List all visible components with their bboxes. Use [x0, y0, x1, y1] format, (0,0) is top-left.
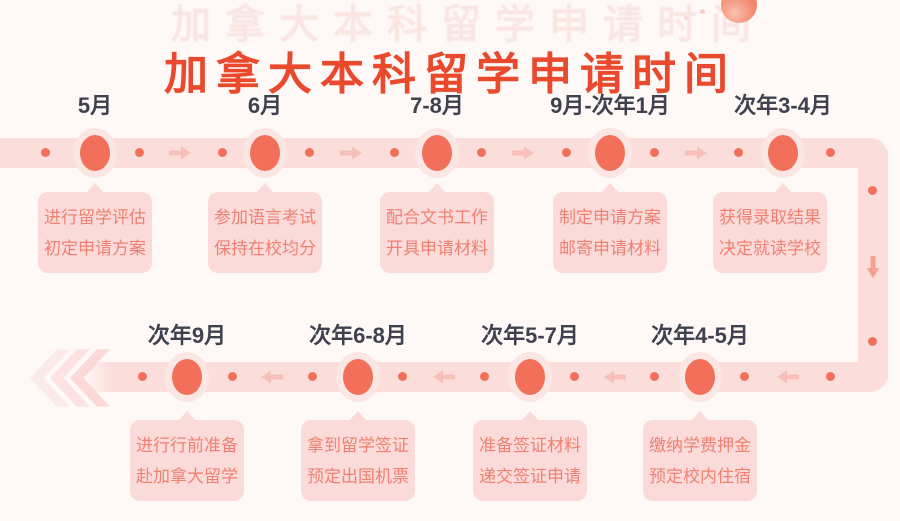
callout-box: 准备签证材料 递交签证申请	[473, 411, 587, 501]
timeline-dot	[570, 372, 579, 381]
callout-line: 预定校内住宿	[649, 467, 751, 486]
callout-line: 制定申请方案	[559, 208, 661, 227]
timeline-dot	[218, 148, 227, 157]
timeline-dot	[390, 148, 399, 157]
callout-pointer	[428, 183, 446, 193]
timeline-dot	[868, 186, 877, 195]
timeline-node	[422, 135, 452, 171]
callout-pointer	[691, 411, 709, 421]
callout-line: 决定就读学校	[719, 239, 821, 258]
timeline-dot	[826, 372, 835, 381]
timeline-dot	[138, 372, 147, 381]
callout-line: 预定出国机票	[307, 467, 409, 486]
callout-line: 缴纳学费押金	[649, 436, 751, 455]
callout-pointer	[774, 183, 792, 193]
balloon-icon	[721, 0, 757, 23]
page-title: 加拿大本科留学申请时间	[164, 50, 736, 100]
callout-box: 制定申请方案 邮寄申请材料	[553, 183, 667, 273]
timeline-dot	[480, 372, 489, 381]
callout-line: 获得录取结果	[719, 208, 821, 227]
callout-line: 开具申请材料	[386, 239, 488, 258]
callout-box: 参加语言考试 保持在校均分	[208, 183, 322, 273]
balloon-trail-dot	[700, 9, 705, 14]
callout-line: 保持在校均分	[214, 239, 316, 258]
timeline-dot	[868, 337, 877, 346]
timeline-dot	[477, 148, 486, 157]
timeline-dot	[562, 148, 571, 157]
callout-pointer	[601, 183, 619, 193]
month-label: 次年6-8月	[309, 323, 407, 348]
timeline-dot	[41, 148, 50, 157]
timeline-dot	[308, 372, 317, 381]
callout-line: 赴加拿大留学	[136, 467, 238, 486]
timeline-dot	[826, 148, 835, 157]
timeline-node	[250, 135, 280, 171]
callout-line: 进行行前准备	[136, 436, 238, 455]
callout-box: 进行行前准备 赴加拿大留学	[130, 411, 244, 501]
callout-line: 准备签证材料	[479, 436, 581, 455]
callout-pointer	[349, 411, 367, 421]
title-area: 加拿大本科留学申请时间 加拿大本科留学申请时间	[0, 0, 900, 99]
timeline-dot	[734, 148, 743, 157]
callout-line: 拿到留学签证	[307, 436, 409, 455]
callout-box: 配合文书工作 开具申请材料	[380, 183, 494, 273]
timeline-node	[172, 359, 202, 395]
timeline-node	[768, 135, 798, 171]
month-label: 次年4-5月	[651, 323, 749, 348]
callout-line: 进行留学评估	[44, 208, 146, 227]
month-label: 7-8月	[410, 93, 464, 118]
callout-box: 拿到留学签证 预定出国机票	[301, 411, 415, 501]
callout-box: 获得录取结果 决定就读学校	[713, 183, 827, 273]
callout-box: 缴纳学费押金 预定校内住宿	[643, 411, 757, 501]
callout-pointer	[256, 183, 274, 193]
chevron-left-icon	[30, 349, 150, 407]
balloon-trail-dot	[684, 16, 688, 20]
timeline-node	[80, 135, 110, 171]
month-label: 次年3-4月	[734, 93, 832, 118]
callout-box: 进行留学评估 初定申请方案	[38, 183, 152, 273]
timeline-node	[343, 359, 373, 395]
timeline-dot	[135, 148, 144, 157]
callout-line: 邮寄申请材料	[559, 239, 661, 258]
callout-line: 初定申请方案	[44, 239, 146, 258]
timeline-node	[515, 359, 545, 395]
timeline-node	[685, 359, 715, 395]
timeline-dot	[650, 372, 659, 381]
callout-line: 配合文书工作	[386, 208, 488, 227]
timeline-dot	[650, 148, 659, 157]
month-label: 5月	[77, 93, 113, 118]
callout-line: 递交签证申请	[479, 467, 581, 486]
callout-line: 参加语言考试	[214, 208, 316, 227]
month-label: 次年9月	[147, 323, 227, 348]
title-watermark: 加拿大本科留学申请时间	[171, 3, 765, 47]
callout-pointer	[86, 183, 104, 193]
timeline-dot	[228, 372, 237, 381]
month-label: 次年5-7月	[481, 323, 579, 348]
month-label: 6月	[247, 93, 283, 118]
timeline-dot	[398, 372, 407, 381]
timeline-dot	[740, 372, 749, 381]
month-label: 9月-次年1月	[550, 93, 670, 118]
timeline-dot	[305, 148, 314, 157]
timeline-node	[595, 135, 625, 171]
callout-pointer	[521, 411, 539, 421]
callout-pointer	[178, 411, 196, 421]
